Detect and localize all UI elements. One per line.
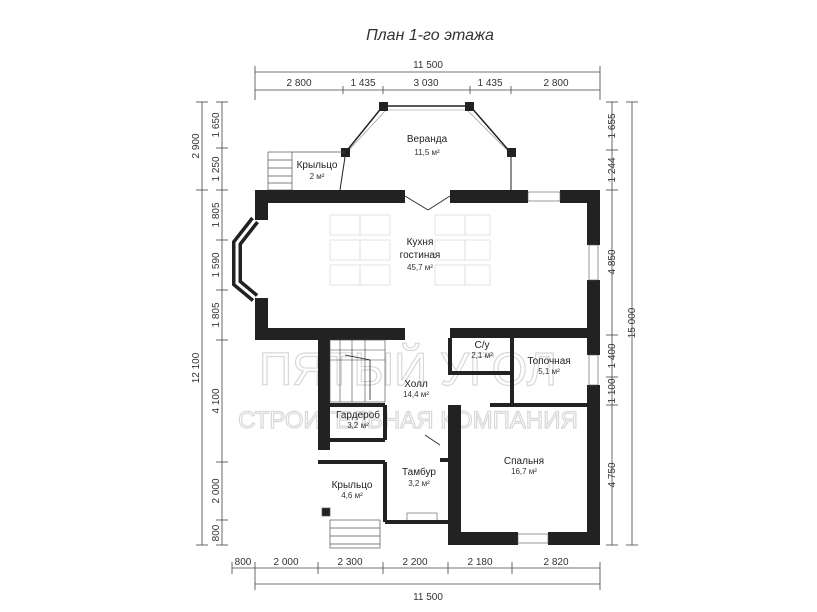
room-boiler-name: Топочная <box>527 356 570 367</box>
staircase <box>329 339 386 403</box>
dim-right-1: 1 655 <box>607 113 618 138</box>
dimension-lines <box>196 66 638 590</box>
interior-partitions <box>318 338 587 524</box>
plan-title: План 1-го этажа <box>366 27 494 44</box>
room-veranda-area: 11,5 м² <box>414 148 440 157</box>
dim-left-6: 4 100 <box>211 388 222 413</box>
room-vestibule-area: 3,2 м² <box>408 479 430 488</box>
dim-right-2: 1 244 <box>607 157 618 182</box>
dim-left-outer-2: 12 100 <box>191 352 202 383</box>
dim-top-total: 11 500 <box>413 60 443 71</box>
room-hall-name: Холл <box>404 379 428 390</box>
room-porch-bottom-name: Крыльцо <box>332 480 373 491</box>
dim-left-4: 1 590 <box>211 252 222 277</box>
dim-top-5: 2 800 <box>543 78 568 89</box>
dim-bottom-6: 2 820 <box>543 557 568 568</box>
dim-right-5: 1 100 <box>607 378 618 403</box>
room-bedroom-name: Спальня <box>504 456 544 467</box>
porch-bottom-steps <box>321 507 381 549</box>
room-kitchen-area: 45,7 м² <box>407 263 433 272</box>
dim-left-7: 2 000 <box>211 478 222 503</box>
dimension-labels: 11 500 2 800 1 435 3 030 1 435 2 800 800… <box>191 60 638 603</box>
dim-top-1: 2 800 <box>286 78 311 89</box>
room-bedroom-area: 16,7 м² <box>511 467 537 476</box>
room-kitchen-name1: Кухня <box>407 237 434 248</box>
room-porch-bottom-area: 4,6 м² <box>341 491 363 500</box>
dim-bottom-3: 2 300 <box>337 557 362 568</box>
veranda-structure <box>339 102 516 191</box>
room-wardrobe-name: Гардероб <box>336 409 380 421</box>
dim-left-3: 1 805 <box>211 202 222 227</box>
dim-left-2: 1 250 <box>211 156 222 181</box>
dim-bottom-5: 2 180 <box>467 557 492 568</box>
room-kitchen-name2: гостиная <box>400 250 441 261</box>
dim-left-outer-1: 2 900 <box>191 133 202 158</box>
room-porch-top-area: 2 м² <box>310 172 325 181</box>
dim-left-8: 800 <box>211 524 222 541</box>
room-labels: Веранда 11,5 м² Крыльцо 2 м² Кухня гости… <box>297 134 571 500</box>
door-swings <box>404 195 451 446</box>
dim-bottom-total: 11 500 <box>413 592 443 603</box>
dim-bottom-4: 2 200 <box>402 557 427 568</box>
room-wc-name: С/у <box>475 340 490 351</box>
room-vestibule-name: Тамбур <box>402 466 436 478</box>
room-wc-area: 2,1 м² <box>471 351 493 360</box>
porch-top-steps <box>267 151 345 191</box>
room-hall-area: 14,4 м² <box>403 390 429 399</box>
dim-right-6: 4 750 <box>607 462 618 487</box>
bay-window <box>232 216 259 302</box>
dim-top-2: 1 435 <box>350 78 375 89</box>
watermark: ПЯТЫЙ УГОЛ СТРОИТЕЛЬНАЯ КОМПАНИЯ <box>238 342 579 434</box>
dim-bottom-1: 800 <box>235 557 252 568</box>
room-wardrobe-area: 3,2 м² <box>347 421 369 430</box>
watermark-line1: ПЯТЫЙ УГОЛ <box>259 343 557 395</box>
dim-top-3: 3 030 <box>413 78 438 89</box>
dim-right-outer: 15 000 <box>627 307 638 338</box>
room-porch-top-name: Крыльцо <box>297 160 338 171</box>
dim-left-5: 1 805 <box>211 302 222 327</box>
exterior-walls <box>255 190 600 545</box>
dim-top-4: 1 435 <box>477 78 502 89</box>
dim-bottom-2: 2 000 <box>273 557 298 568</box>
windows <box>406 191 599 544</box>
dim-left-1: 1 650 <box>211 112 222 137</box>
room-boiler-area: 5,1 м² <box>538 367 560 376</box>
dim-right-3: 4 850 <box>607 249 618 274</box>
room-veranda-name: Веранда <box>407 134 448 145</box>
watermark-line2: СТРОИТЕЛЬНАЯ КОМПАНИЯ <box>238 407 578 434</box>
dim-right-4: 1 400 <box>607 343 618 368</box>
kitchen-floor-pattern <box>329 214 491 286</box>
